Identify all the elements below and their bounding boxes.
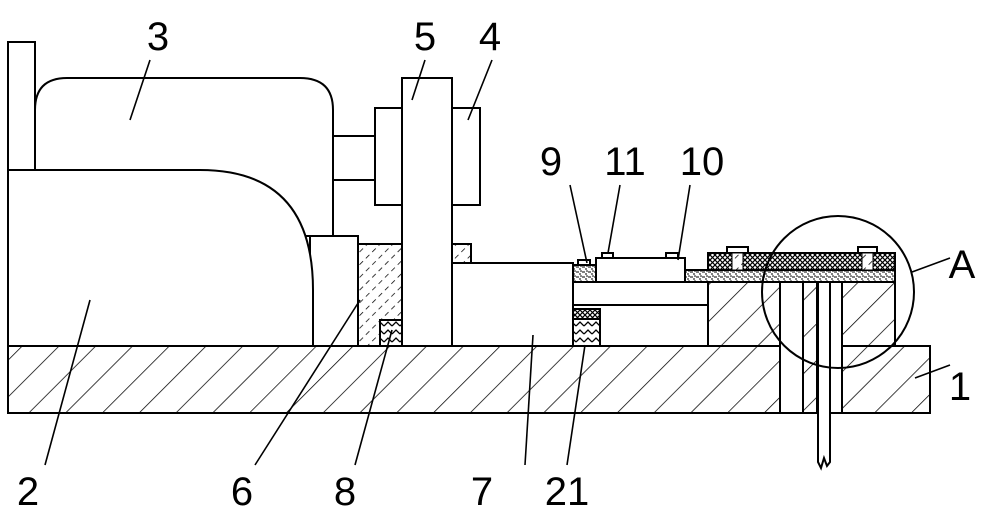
label-2: 2 [17, 470, 39, 514]
label-a: A [949, 243, 976, 287]
bolt [858, 247, 877, 253]
base-channel [780, 282, 803, 413]
support-block [310, 236, 358, 346]
dotted-layer [685, 270, 895, 282]
body-2 [8, 170, 313, 346]
part-4 [452, 108, 480, 205]
right-block-left [708, 282, 780, 346]
right-block-right [842, 282, 895, 346]
rod [818, 270, 830, 468]
label-6: 6 [231, 470, 253, 514]
part-9-tab [578, 260, 590, 265]
bolt [727, 247, 748, 253]
label-7: 7 [471, 470, 493, 514]
part-21-cap [573, 309, 600, 319]
label-11: 11 [604, 140, 646, 184]
label-3: 3 [147, 15, 169, 59]
bolt-shank [862, 253, 873, 270]
part-10 [596, 258, 685, 282]
label-21: 21 [545, 470, 590, 514]
slide-rail [573, 282, 708, 305]
part-7 [452, 263, 573, 346]
part-11-tab [602, 253, 613, 258]
label-1: 1 [949, 365, 971, 409]
base-channel-right [830, 282, 842, 413]
post [8, 42, 35, 172]
label-5: 5 [414, 15, 436, 59]
label-8: 8 [334, 470, 356, 514]
part-5 [402, 78, 452, 346]
part-6-right [452, 244, 471, 263]
part-9 [573, 265, 596, 282]
right-block-mid [803, 282, 817, 413]
part-21 [573, 319, 600, 346]
coupling [375, 108, 402, 205]
shaft [333, 136, 375, 180]
label-4: 4 [479, 15, 501, 59]
label-10: 10 [680, 140, 725, 184]
bolt-shank [732, 253, 743, 270]
label-9: 9 [540, 140, 562, 184]
part-10-tab [666, 253, 678, 258]
